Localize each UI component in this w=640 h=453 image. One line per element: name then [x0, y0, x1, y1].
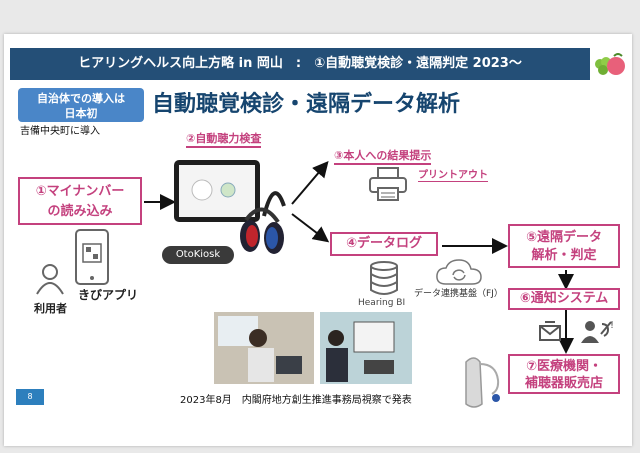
- database-icon: [370, 261, 398, 295]
- step7-box: ⑦医療機関・ 補聴器販売店: [508, 354, 620, 394]
- hearing-notification-icon: !: [581, 320, 614, 343]
- cloud-platform-label: データ連携基盤（FJ）: [414, 289, 503, 299]
- user-label: 利用者: [34, 302, 67, 315]
- user-icon: [36, 264, 64, 295]
- step4-label: ④データログ: [345, 236, 422, 251]
- step1-line1: ①マイナンバー: [35, 184, 125, 199]
- step7-line1: ⑦医療機関・: [525, 359, 602, 374]
- step3-label: ③本人への結果提示: [334, 147, 432, 165]
- step1-line2: の読み込み: [47, 204, 113, 219]
- step4-box: ④データログ: [330, 232, 438, 256]
- tablet-audiometer-icon: [174, 160, 286, 254]
- site-visit-photos: [214, 312, 412, 384]
- photo-caption: 2023年8月 内閣府地方創生推進事務局視察で発表: [180, 395, 412, 406]
- flow-arrows: [144, 160, 574, 354]
- slide-banner: ヒアリングヘルス向上方略 in 岡山 : ①自動聴覚検診・遠隔判定 2023〜: [10, 48, 590, 80]
- badge-line1: 自治体での導入は: [37, 92, 125, 105]
- step5-line2: 解析・判定: [531, 248, 597, 263]
- step6-box: ⑥通知システム: [508, 288, 620, 310]
- first-in-japan-badge: 自治体での導入は 日本初: [18, 88, 144, 122]
- otokiosk-tag: OtoKiosk: [162, 246, 234, 264]
- hearing-bi-label: Hearing BI: [358, 298, 406, 308]
- mail-icon: [539, 321, 561, 341]
- kibi-app-label: きびアプリ: [78, 288, 139, 302]
- intro-text: 吉備中央町に導入: [20, 126, 100, 137]
- slide: ヒアリングヘルス向上方略 in 岡山 : ①自動聴覚検診・遠隔判定 2023〜 …: [4, 34, 632, 446]
- step6-label: ⑥通知システム: [519, 291, 609, 306]
- step2-label: ②自動聴力検査: [186, 130, 262, 148]
- hearing-aid-icon: [465, 357, 500, 408]
- grape-peach-icon: [595, 53, 625, 75]
- step5-line1: ⑤遠隔データ: [525, 230, 602, 245]
- smartphone-qr-icon: [75, 229, 109, 285]
- step5-box: ⑤遠隔データ 解析・判定: [508, 224, 620, 268]
- page-title: 自動聴覚検診・遠隔データ解析: [152, 92, 461, 117]
- badge-line2: 日本初: [64, 107, 98, 120]
- printer-icon: [369, 167, 407, 201]
- printout-label: プリントアウト: [418, 166, 488, 182]
- cloud-sync-icon: [436, 259, 482, 285]
- step1-box: ①マイナンバー の読み込み: [18, 177, 142, 225]
- page-number: 8: [16, 389, 44, 405]
- otokiosk-label: OtoKiosk: [175, 249, 221, 260]
- step7-line2: 補聴器販売店: [524, 376, 603, 391]
- svg-text:!: !: [610, 320, 614, 331]
